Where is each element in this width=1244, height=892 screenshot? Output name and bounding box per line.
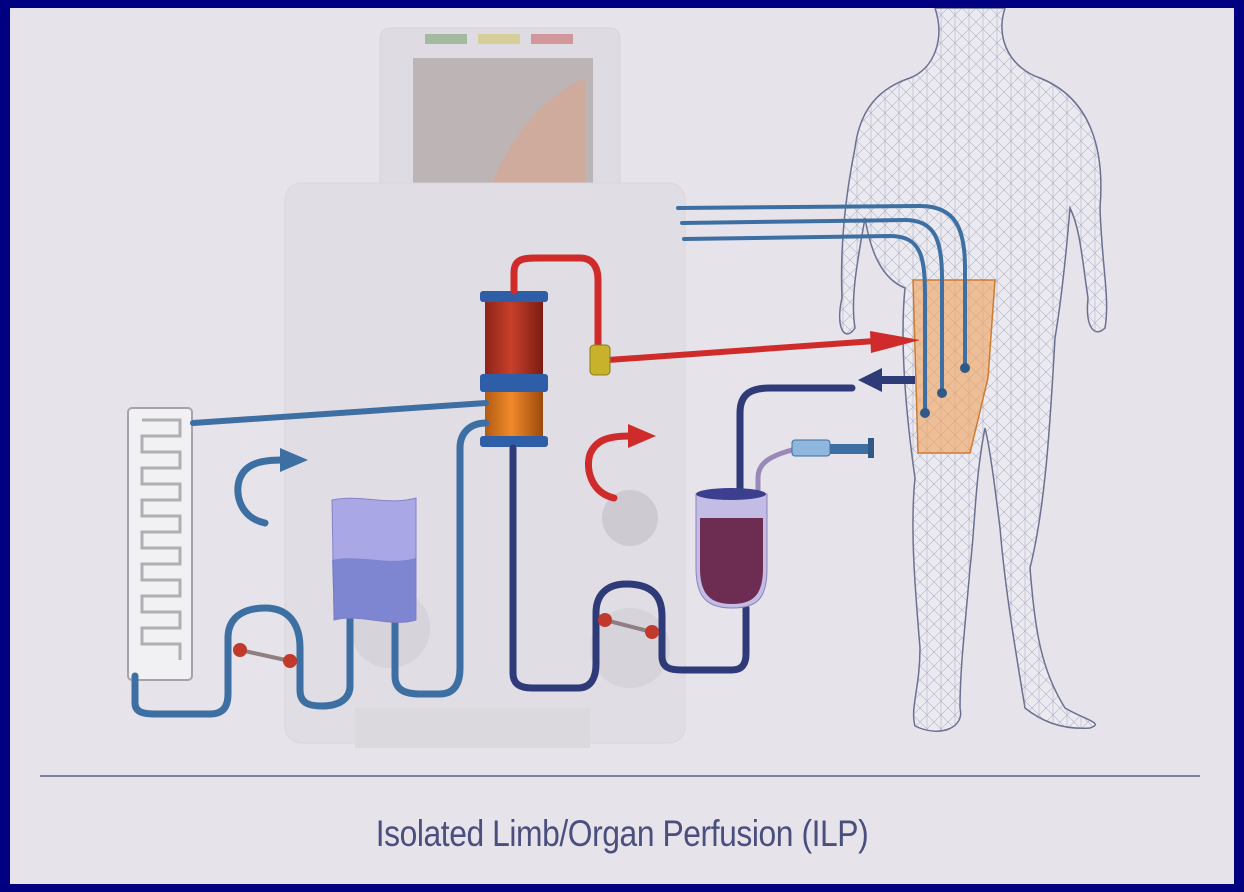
bubble-trap <box>590 345 610 375</box>
syringe <box>792 438 874 458</box>
reservoir-bag <box>332 498 416 622</box>
blood-reservoir <box>696 488 767 608</box>
diagram-panel: Isolated Limb/Organ Perfusion (ILP) <box>10 8 1234 884</box>
syringe-line <box>758 450 792 493</box>
diagram-caption: Isolated Limb/Organ Perfusion (ILP) <box>96 813 1149 855</box>
oxygenator <box>480 291 548 447</box>
ilp-diagram <box>10 8 1234 884</box>
heat-exchanger <box>128 408 192 680</box>
